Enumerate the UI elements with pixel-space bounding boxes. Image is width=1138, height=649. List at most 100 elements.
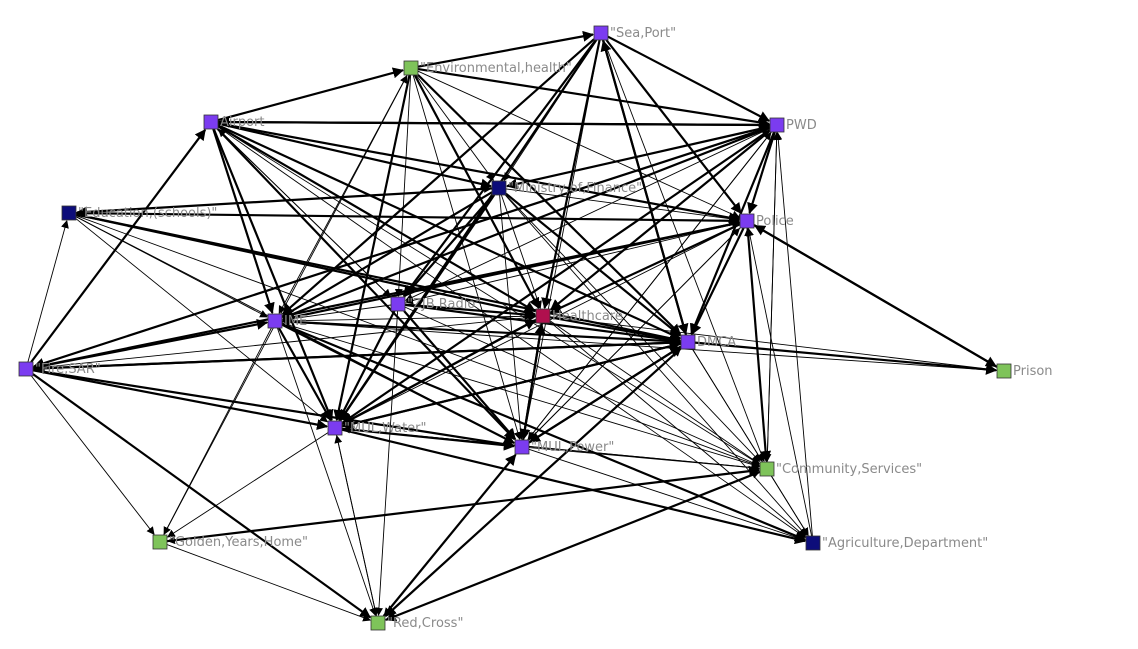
node-label-finance: "Ministry,of,Finance"	[508, 181, 642, 196]
node-square-ime[interactable]	[267, 313, 283, 329]
edge-zjb-power	[403, 310, 517, 440]
edge-water-agriculture	[341, 428, 806, 545]
node-square-community[interactable]	[759, 461, 775, 477]
edge-water-healthcare	[341, 319, 536, 426]
node-education[interactable]: "Education,(schools)"	[61, 205, 217, 221]
node-agriculture[interactable]: "Agriculture,Department"	[805, 535, 988, 551]
node-fire[interactable]: "Fire,SAR"	[18, 361, 101, 377]
edge-pwd-ime	[281, 126, 771, 320]
node-label-community: "Community,Services"	[776, 462, 922, 477]
node-healthcare[interactable]: Healthcare	[535, 308, 623, 324]
node-label-police: Police	[756, 214, 794, 229]
node-water[interactable]: "MUL,Water"	[327, 420, 427, 436]
node-square-redcross[interactable]	[370, 615, 386, 631]
node-square-police[interactable]	[739, 213, 755, 229]
node-police[interactable]: Police	[739, 213, 794, 229]
node-label-water: "MUL,Water"	[344, 421, 427, 436]
node-square-prison[interactable]	[996, 363, 1012, 379]
node-square-seaport[interactable]	[593, 25, 609, 41]
edge-airport-police	[217, 122, 740, 224]
node-label-airport: Airport	[220, 115, 265, 130]
node-square-water[interactable]	[327, 420, 343, 436]
node-zjb[interactable]: "ZJB,Radio"	[390, 296, 481, 312]
edge-education-police	[75, 212, 740, 227]
node-ime[interactable]: IME	[267, 313, 307, 329]
node-seaport[interactable]: "Sea,Port"	[593, 25, 676, 41]
edge-community-pwd	[766, 132, 781, 463]
edge-fire-water	[32, 369, 328, 431]
edge-water-pwd	[341, 129, 771, 424]
edge-airport-water	[212, 128, 334, 422]
node-label-pwd: PWD	[786, 118, 817, 133]
edge-zjb-airport	[217, 128, 392, 298]
node-golden[interactable]: "Golden,Years,Home"	[152, 534, 308, 550]
edge-seaport-zjb	[402, 39, 597, 298]
edge-airport-envhealth	[217, 67, 404, 122]
node-pwd[interactable]: PWD	[769, 117, 817, 133]
node-community[interactable]: "Community,Services"	[759, 461, 922, 477]
edge-water-dmca	[341, 340, 681, 428]
edge-police-healthcare	[549, 223, 741, 314]
edge-seaport-police	[605, 39, 742, 214]
node-airport[interactable]: Airport	[203, 114, 265, 130]
node-label-agriculture: "Agriculture,Department"	[822, 536, 988, 551]
edge-education-community	[75, 215, 761, 468]
edge-ime-community	[281, 322, 760, 469]
node-power[interactable]: "MUL,Power"	[514, 439, 614, 455]
edge-finance-zjb	[403, 194, 494, 297]
edge-ime-redcross	[276, 327, 377, 617]
node-envhealth[interactable]: "Environmental,health"	[403, 60, 572, 76]
node-label-redcross: "Red,Cross"	[387, 616, 463, 631]
node-redcross[interactable]: "Red,Cross"	[370, 615, 463, 631]
edge-layer	[27, 30, 998, 622]
edge-pwd-zjb	[404, 127, 771, 301]
edge-community-police	[744, 228, 767, 463]
edge-airport-community	[217, 126, 761, 465]
node-label-prison: Prison	[1013, 364, 1053, 379]
edge-seaport-healthcare	[541, 39, 601, 309]
node-label-seaport: "Sea,Port"	[610, 26, 676, 41]
edge-power-police	[528, 227, 741, 441]
node-square-healthcare[interactable]	[535, 308, 551, 324]
node-label-zjb: "ZJB,Radio"	[407, 297, 481, 312]
node-square-airport[interactable]	[203, 114, 219, 130]
edge-ime-power	[281, 323, 515, 444]
node-square-pwd[interactable]	[769, 117, 785, 133]
edge-airport-healthcare	[217, 125, 536, 313]
node-label-power: "MUL,Power"	[531, 440, 614, 455]
edge-fire-education	[27, 220, 69, 363]
node-square-zjb[interactable]	[390, 296, 406, 312]
edge-finance-dmca	[505, 192, 681, 337]
edge-pwd-airport	[218, 116, 771, 128]
edge-airport-finance	[217, 122, 492, 190]
edge-agriculture-pwd	[774, 132, 813, 537]
node-square-education[interactable]	[61, 205, 77, 221]
node-square-golden[interactable]	[152, 534, 168, 550]
node-square-dmca[interactable]	[680, 334, 696, 350]
node-square-envhealth[interactable]	[403, 60, 419, 76]
node-finance[interactable]: "Ministry,of,Finance"	[491, 180, 642, 196]
edge-pwd-police	[747, 131, 776, 214]
node-square-finance[interactable]	[491, 180, 507, 196]
edge-fire-dmca	[32, 337, 681, 370]
edge-community-water	[342, 425, 761, 469]
edge-envhealth-seaport	[417, 30, 594, 68]
node-label-education: "Education,(schools)"	[78, 206, 217, 221]
node-prison[interactable]: Prison	[996, 363, 1053, 379]
edge-envhealth-dmca	[417, 74, 682, 336]
edge-fire-airport	[30, 128, 207, 363]
edge-power-dmca	[528, 346, 682, 444]
edge-golden-redcross	[166, 544, 372, 622]
node-label-golden: "Golden,Years,Home"	[169, 535, 308, 550]
node-square-fire[interactable]	[18, 361, 34, 377]
node-square-power[interactable]	[514, 439, 530, 455]
edge-zjb-redcross	[374, 310, 399, 616]
edge-police-dmca	[690, 227, 745, 335]
node-square-agriculture[interactable]	[805, 535, 821, 551]
edge-healthcare-community	[549, 320, 761, 465]
edge-seaport-pwd	[607, 35, 770, 122]
edge-police-zjb	[405, 222, 741, 305]
node-dmca[interactable]: DMCA	[680, 334, 736, 350]
node-label-ime: IME	[284, 314, 307, 329]
